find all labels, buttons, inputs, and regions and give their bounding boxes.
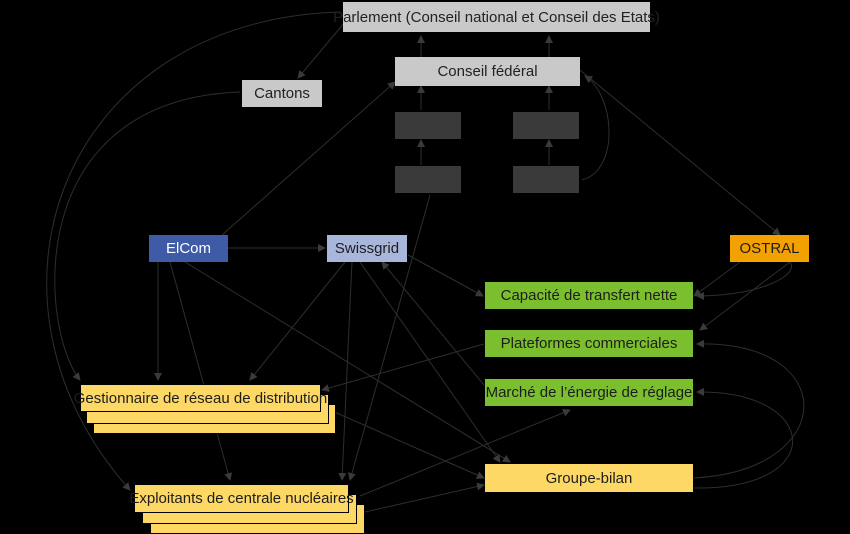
department-left-top-box [395, 112, 461, 139]
elcom-label: ElCom [165, 240, 211, 257]
balance-group-label: Groupe-bilan [545, 469, 633, 487]
parliament-label: Parlement (Conseil national et Conseil d… [333, 8, 660, 26]
arrow-ntc-ostral [699, 261, 791, 331]
elcom-box: ElCom [149, 235, 228, 262]
arrow-right-loop-balancing [693, 387, 793, 489]
swissgrid-box: Swissgrid [327, 235, 407, 262]
arrow-trading-dso [321, 343, 485, 392]
federal-council-box: Conseil fédéral [395, 57, 580, 86]
distribution-operator-label: Gestionnaire de réseau de distribution [73, 389, 328, 407]
arrow-swissgrid-balance [359, 261, 501, 463]
federal-council-label: Conseil fédéral [437, 63, 538, 80]
department-left-bottom-box [395, 166, 461, 193]
distribution-operator-box: Gestionnaire de réseau de distribution [74, 384, 327, 412]
arrow-swissgrid-nuclear [338, 261, 353, 481]
balancing-market-label: Marché de l’énergie de réglage [485, 384, 693, 401]
arrow-ostral-loop-ntc [696, 261, 792, 300]
arrow-loop-federal [581, 75, 610, 181]
trading-platforms-label: Plateformes commerciales [500, 335, 678, 352]
arrow-right-loop-trading [693, 339, 805, 479]
arrow-swissgrid-ntc [407, 254, 484, 297]
net-transfer-capacity-box: Capacité de transfert nette [485, 282, 693, 309]
arrow-swissgrid-dso [249, 261, 346, 381]
nuclear-operators-label: Exploitants de centrale nucléaires [129, 490, 354, 507]
swissgrid-label: Swissgrid [334, 240, 400, 257]
arrow-federal-ostral [579, 69, 781, 236]
ostral-box: OSTRAL [730, 235, 809, 262]
balancing-market-box: Marché de l’énergie de réglage [485, 379, 693, 406]
arrow-balancing-swissgrid [381, 261, 485, 386]
arrow-nuclear-balance [364, 482, 485, 513]
department-right-bottom-box [513, 166, 579, 193]
ostral-label: OSTRAL [739, 240, 800, 257]
arrow-parliament-cantons [297, 21, 346, 79]
arrow-ostral-ntc [693, 261, 741, 297]
arrow-dso-balance [329, 409, 485, 479]
arrow-elcom-nuclear [169, 261, 232, 481]
cantons-box: Cantons [242, 80, 322, 107]
balance-group-box: Groupe-bilan [485, 464, 693, 492]
net-transfer-capacity-label: Capacité de transfert nette [500, 287, 678, 304]
parliament-box: Parlement (Conseil national et Conseil d… [333, 2, 660, 32]
department-right-top-box [513, 112, 579, 139]
nuclear-operators-box: Exploitants de centrale nucléaires [129, 484, 354, 513]
cantons-label: Cantons [254, 85, 310, 102]
trading-platforms-box: Plateformes commerciales [485, 330, 693, 357]
